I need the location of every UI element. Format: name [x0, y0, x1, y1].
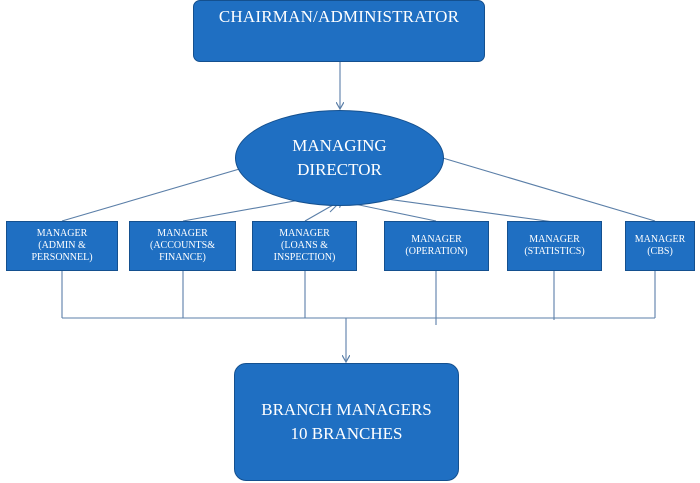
connector-md-mgr-2 — [182, 199, 301, 222]
manager-cbs-line1: MANAGER — [634, 234, 686, 245]
manager-operation-box: MANAGER (OPERATION) — [384, 221, 489, 271]
manager-operation-line1: MANAGER — [411, 234, 462, 245]
manager-operation-line2: (OPERATION) — [405, 246, 468, 257]
managing-director-line1: MANAGING — [292, 136, 387, 155]
chairman-administrator-label: CHAIRMAN/ADMINISTRATOR — [218, 7, 460, 26]
branch-managers-box: BRANCH MANAGERS 10 BRANCHES — [234, 363, 459, 481]
manager-admin-personnel-box: MANAGER (ADMIN & PERSONNEL) — [6, 221, 118, 271]
manager-accounts-line3: FINANCE) — [159, 252, 206, 263]
chairman-administrator-box: CHAIRMAN/ADMINISTRATOR — [193, 0, 485, 62]
manager-admin-line3: PERSONNEL) — [31, 252, 93, 263]
manager-cbs-line2: (CBS) — [647, 246, 673, 257]
connector-md-mgr-6 — [435, 155, 656, 222]
managing-director-line2: DIRECTOR — [297, 160, 382, 179]
branch-managers-line1: BRANCH MANAGERS — [261, 400, 432, 419]
manager-admin-line2: (ADMIN & — [38, 240, 86, 251]
connector-md-mgr-1 — [61, 162, 261, 222]
manager-accounts-line1: MANAGER — [157, 228, 208, 239]
manager-statistics-line1: MANAGER — [529, 234, 580, 245]
manager-statistics-box: MANAGER (STATISTICS) — [507, 221, 602, 271]
manager-accounts-finance-box: MANAGER (ACCOUNTS& FINANCE) — [129, 221, 236, 271]
manager-accounts-line2: (ACCOUNTS& — [149, 240, 215, 251]
manager-loans-line3: INSPECTION) — [273, 252, 336, 263]
manager-loans-line1: MANAGER — [279, 228, 330, 239]
manager-loans-inspection-box: MANAGER (LOANS & INSPECTION) — [252, 221, 357, 271]
managing-director-node: MANAGING DIRECTOR — [235, 110, 444, 206]
manager-statistics-line2: (STATISTICS) — [524, 246, 585, 257]
manager-loans-line2: (LOANS & — [281, 240, 328, 251]
connector-md-mgr-5 — [379, 197, 555, 223]
manager-cbs-box: MANAGER (CBS) — [625, 221, 695, 271]
manager-admin-line1: MANAGER — [36, 228, 88, 239]
branch-managers-line2: 10 BRANCHES — [290, 424, 403, 443]
